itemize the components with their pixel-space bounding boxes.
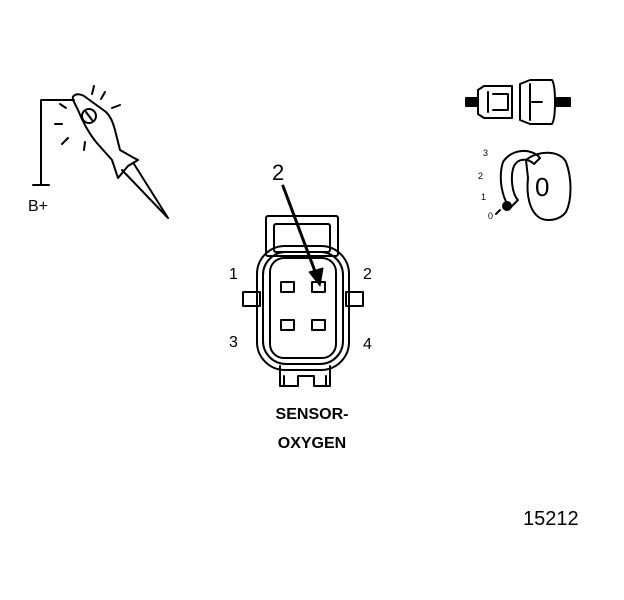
connector-housing [256,245,350,371]
light-ray [83,141,86,151]
test-light-icon [32,85,169,219]
connector-name-line1: SENSOR- [275,406,349,423]
ignition-switch-icon [495,150,572,221]
figure-number: 15212 [523,508,579,530]
probe-wire [40,99,75,186]
probe-tip [121,163,169,219]
callout-arrow [281,184,324,287]
connector-disconnect-icon [465,79,571,125]
pin-label-3: 3 [229,334,238,351]
pin-cavity-3 [280,319,295,331]
connector-name-line2: OXYGEN [277,435,347,452]
pin-cavity-4 [311,319,326,331]
pin-label-2: 2 [363,266,372,283]
key-position-2: 2 [478,171,484,181]
light-ray [59,103,67,109]
light-ray [91,85,95,95]
key-position-1: 1 [481,192,487,202]
pin-label-1: 1 [229,266,238,283]
key-position-3: 3 [483,148,489,158]
callout-number: 2 [272,160,285,185]
light-ray [61,137,69,145]
light-ray [100,91,106,100]
probe-bulb [81,108,97,124]
oxygen-sensor-connector [242,215,364,387]
key-position-0: 0 [488,211,494,221]
probe-b-plus-label: B+ [28,198,49,215]
pin-cavity-1 [280,281,295,293]
pin-label-4: 4 [363,336,372,353]
probe-body [71,93,139,179]
connector-latch [265,215,339,257]
light-ray [111,104,121,109]
key-label: 0 [535,172,550,202]
